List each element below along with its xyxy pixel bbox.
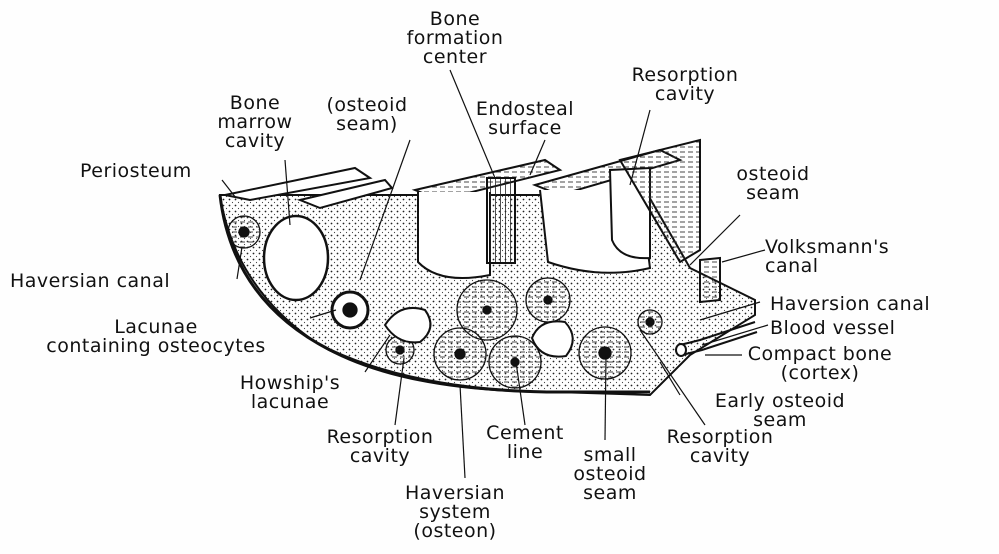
- label-osteoid-seam-paren: (osteoid seam): [302, 96, 432, 134]
- label-compact-bone: Compact bone (cortex): [740, 345, 900, 383]
- marrow-cavity: [264, 216, 328, 300]
- label-early-osteoid-seam: Early osteoid seam: [680, 392, 880, 430]
- label-haversian-canal-left: Haversian canal: [10, 272, 170, 291]
- label-haversion-canal-right: Haversion canal: [770, 295, 930, 314]
- label-bone-formation-center: Bone formation center: [390, 10, 520, 67]
- label-osteoid-seam-right: osteoid seam: [718, 165, 828, 203]
- label-volksmanns-canal: Volksmann's canal: [765, 238, 889, 276]
- label-bone-marrow-cavity: Bone marrow cavity: [200, 94, 310, 151]
- formation-center-block: [487, 178, 515, 263]
- label-lacunae: Lacunae containing osteocytes: [6, 318, 306, 356]
- label-endosteal-surface: Endosteal surface: [455, 100, 595, 138]
- label-haversian-system: Haversian system (osteon): [370, 484, 540, 541]
- label-resorption-cavity-bottom-left: Resorption cavity: [300, 428, 460, 466]
- label-blood-vessel: Blood vessel: [770, 319, 895, 338]
- label-resorption-cavity-top: Resorption cavity: [600, 66, 770, 104]
- label-small-osteoid-seam: small osteoid seam: [550, 446, 670, 503]
- label-periosteum: Periosteum: [80, 162, 192, 181]
- label-howships-lacunae: Howship's lacunae: [215, 374, 365, 412]
